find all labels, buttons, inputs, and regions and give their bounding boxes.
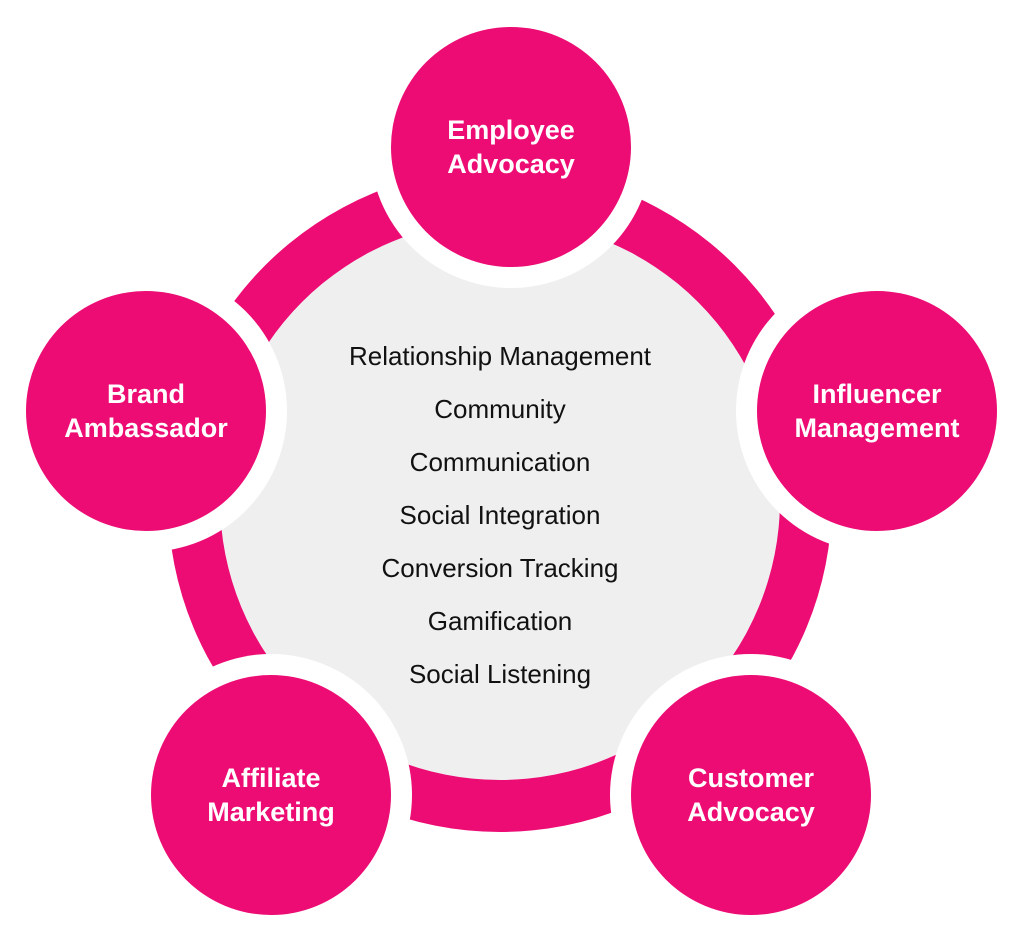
- node-label-line: Affiliate: [221, 763, 321, 793]
- center-list-item: Social Integration: [399, 500, 601, 530]
- node-label-employee-advocacy: Employee Advocacy: [391, 113, 631, 181]
- node-label-line: Customer: [687, 763, 815, 793]
- center-hub: [220, 220, 780, 780]
- node-label-line: Advocacy: [687, 797, 815, 827]
- center-list-item: Gamification: [427, 606, 573, 636]
- center-feature-list: Relationship Management Community Commun…: [300, 330, 700, 701]
- node-label-affiliate-marketing: Affiliate Marketing: [151, 761, 391, 829]
- node-circle-affiliate-marketing: [151, 675, 391, 915]
- center-list-item: Community: [434, 394, 566, 424]
- center-list-item: Conversion Tracking: [381, 553, 619, 583]
- center-list-item: Relationship Management: [348, 341, 652, 371]
- node-label-brand-ambassador: Brand Ambassador: [26, 377, 266, 445]
- center-list-item: Social Listening: [408, 659, 592, 689]
- node-label-line: Ambassador: [64, 413, 228, 443]
- node-label-line: Employee: [447, 115, 575, 145]
- node-label-influencer-management: Influencer Management: [757, 377, 997, 445]
- node-label-line: Advocacy: [447, 149, 575, 179]
- node-circle-employee-advocacy: [391, 27, 631, 267]
- node-label-line: Brand: [106, 379, 185, 409]
- node-label-customer-advocacy: Customer Advocacy: [631, 761, 871, 829]
- nodes-layer: [5, 6, 1018, 936]
- node-label-line: Management: [794, 413, 960, 443]
- node-circle-brand-ambassador: [26, 291, 266, 531]
- node-circle-customer-advocacy: [631, 675, 871, 915]
- center-list-item: Communication: [409, 447, 591, 477]
- node-circle-influencer-management: [757, 291, 997, 531]
- node-label-line: Influencer: [812, 379, 942, 409]
- node-label-line: Marketing: [207, 797, 335, 827]
